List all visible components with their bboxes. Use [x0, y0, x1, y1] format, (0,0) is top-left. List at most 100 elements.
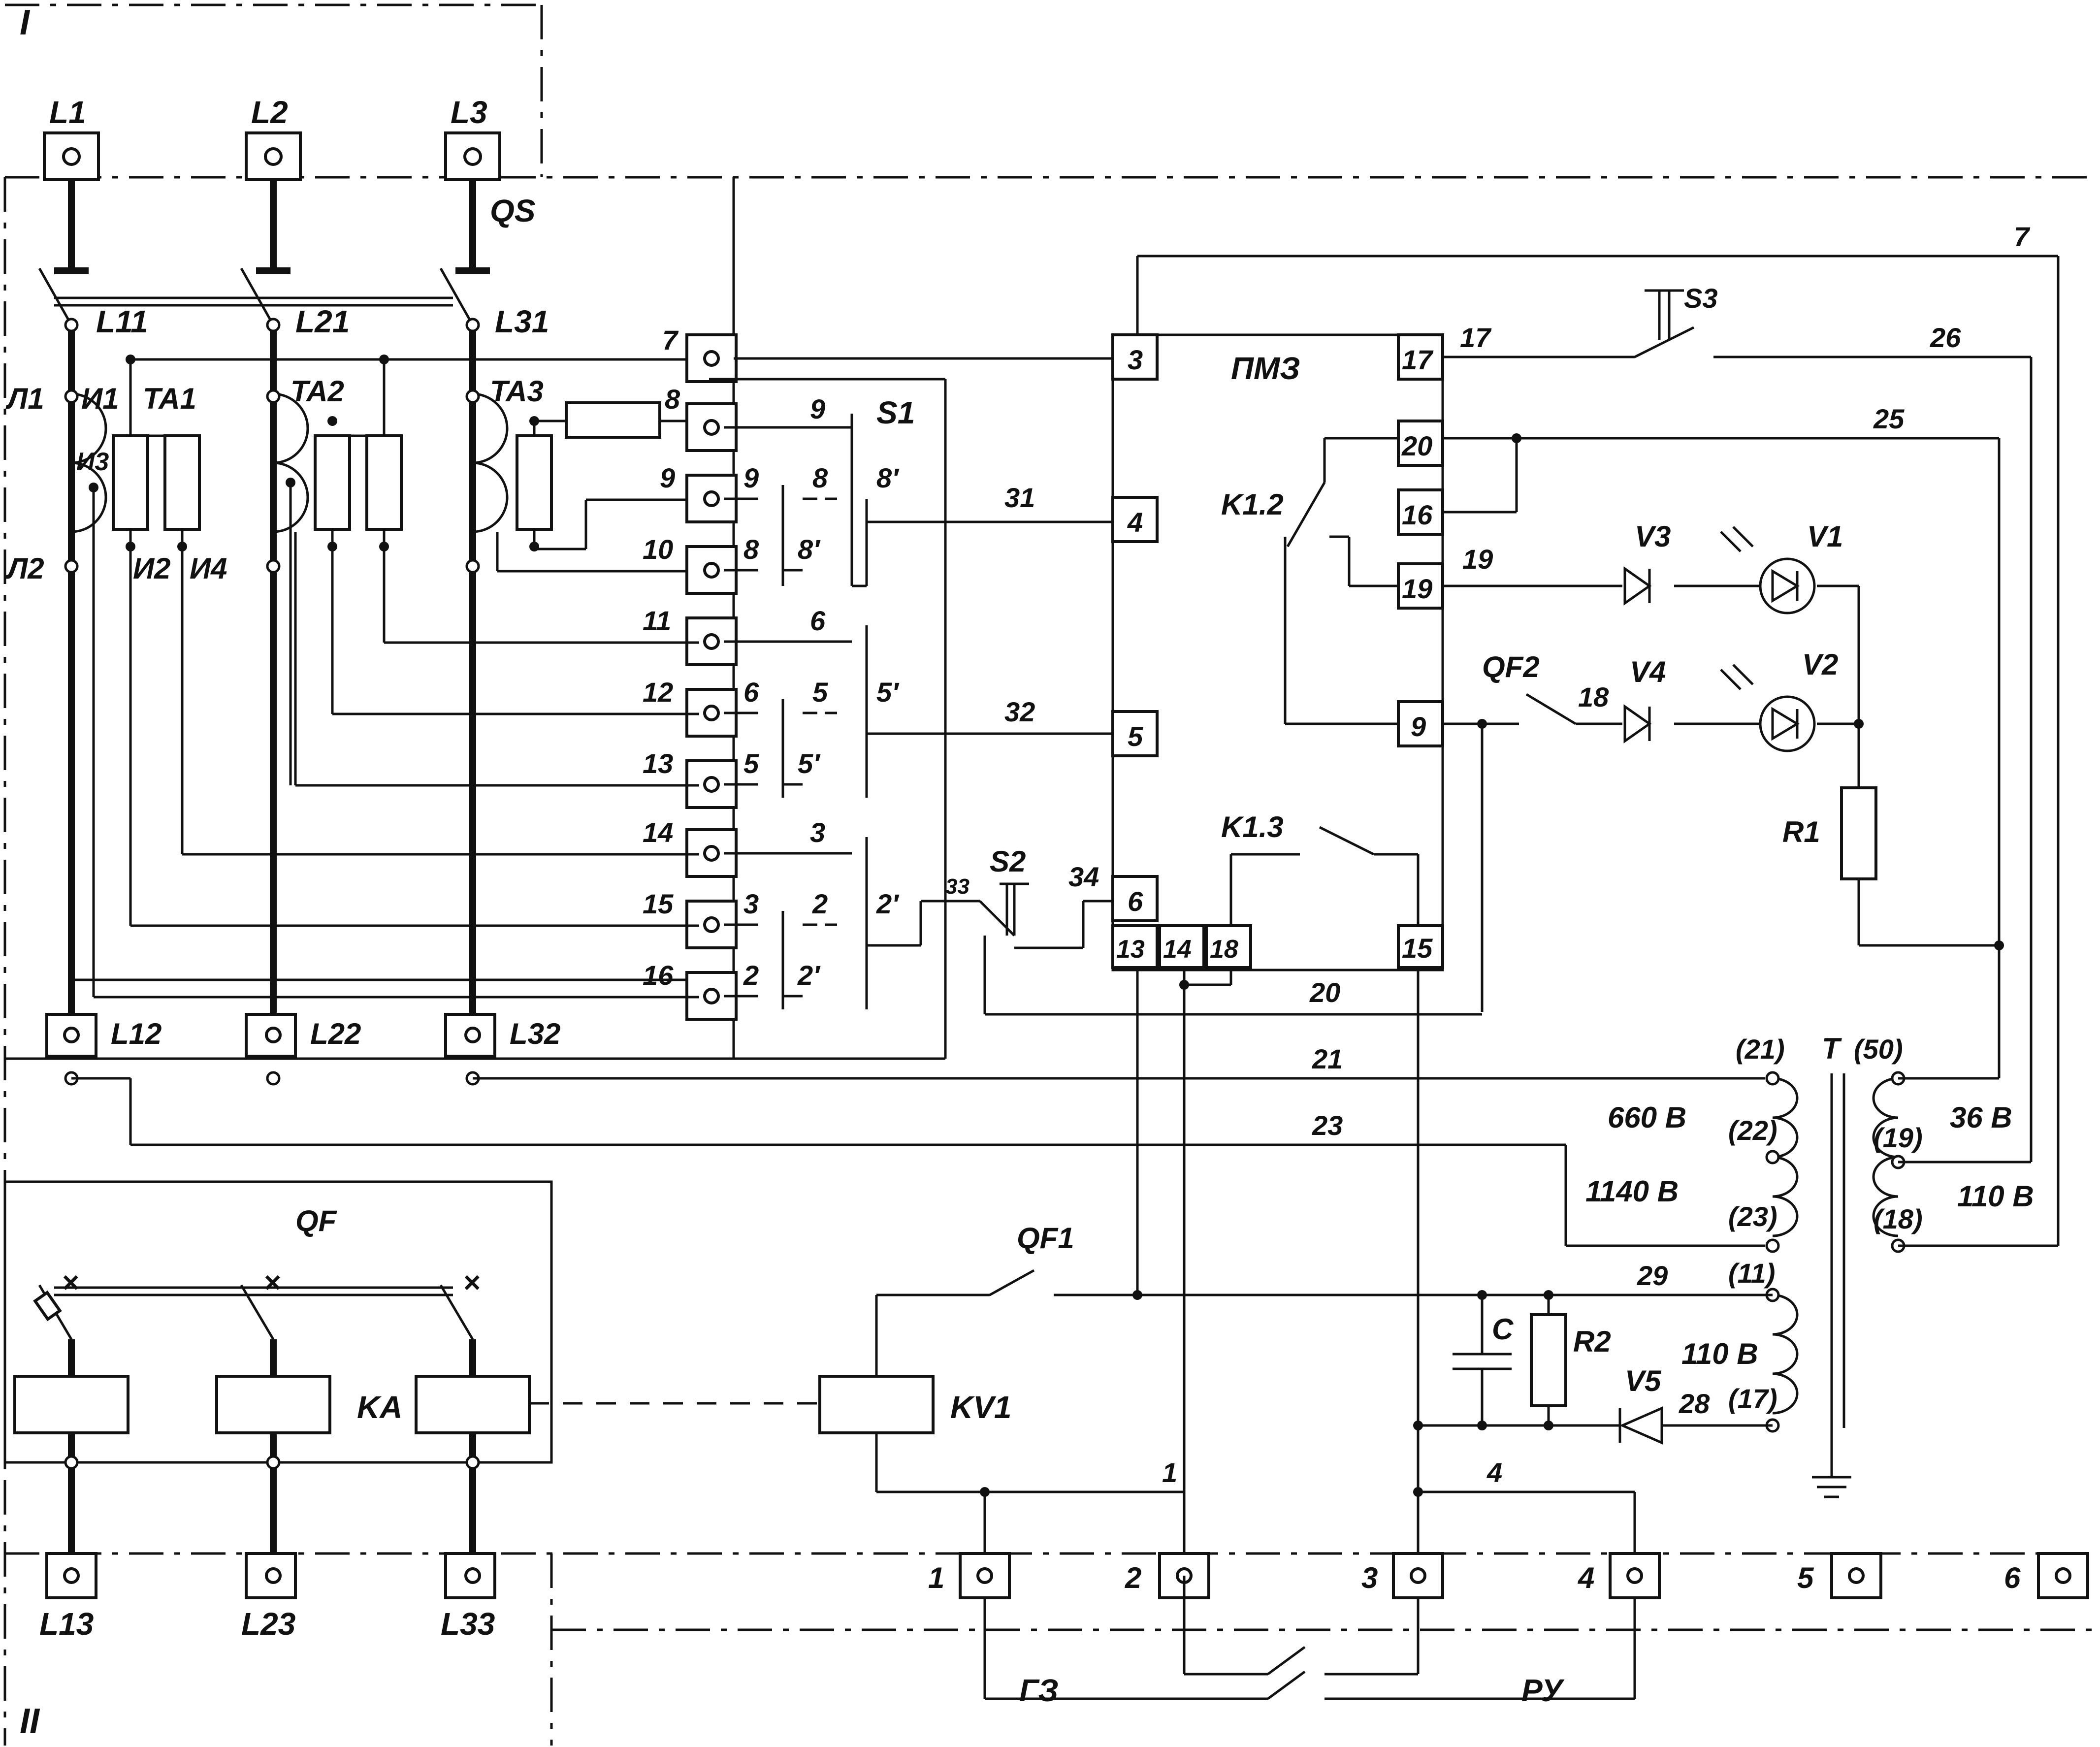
v36-label: 36 В	[1950, 1101, 2012, 1134]
svg-text:×: ×	[263, 1266, 281, 1299]
strip-13-label: 13	[643, 748, 673, 779]
strip-15-label: 15	[643, 888, 674, 919]
strip-7-label: 7	[662, 324, 679, 356]
wire-26: 26	[1930, 322, 1961, 353]
enclosure-lines	[3, 3, 2095, 1746]
wire-33: 33	[945, 874, 969, 899]
c-label: C	[1492, 1313, 1514, 1346]
wire-1: 1	[1162, 1457, 1177, 1488]
pmz-t19: 19	[1402, 573, 1432, 604]
qs-label: QS	[490, 193, 536, 228]
v3-label: V3	[1635, 520, 1671, 553]
pmz-label: ПМЗ	[1231, 351, 1300, 386]
strip-9-label: 9	[660, 462, 675, 493]
l11-label: L11	[96, 304, 148, 339]
ta-i2-label: И2	[133, 552, 171, 585]
wire-18: 18	[1578, 681, 1609, 712]
pmz-t15: 15	[1402, 933, 1433, 964]
wire-32: 32	[1004, 696, 1035, 727]
control-wiring	[734, 255, 2060, 1640]
tap-18: (18)	[1874, 1203, 1923, 1234]
pmz-t14: 14	[1163, 935, 1192, 964]
wire-28: 28	[1679, 1388, 1710, 1419]
s1-9a: 9	[810, 393, 825, 424]
v5-label: V5	[1625, 1364, 1662, 1397]
strip-14-label: 14	[643, 817, 673, 848]
output-terminals	[45, 1552, 2089, 1700]
current-transformers	[64, 355, 699, 981]
s1-2h: 2	[812, 888, 828, 919]
pmz-t16: 16	[1402, 499, 1433, 530]
s1-5pf: 5′	[798, 748, 821, 779]
wire-21: 21	[1312, 1043, 1343, 1074]
zone-label-top: I	[20, 3, 31, 42]
tap-21: (21)	[1736, 1034, 1785, 1065]
v110a-label: 110 В	[1957, 1180, 2034, 1213]
s2-label: S2	[990, 845, 1026, 878]
s1-6e: 6	[743, 677, 759, 708]
v660-label: 660 В	[1608, 1101, 1686, 1134]
pmz-t13: 13	[1116, 935, 1145, 964]
pmz-t17: 17	[1402, 344, 1434, 375]
l13-label: L13	[39, 1606, 94, 1642]
switch-s1	[5, 378, 1113, 1060]
wire-19: 19	[1462, 544, 1493, 575]
ka-label: KA	[357, 1390, 402, 1425]
ta-l2-label: Л2	[5, 552, 44, 585]
s1-8pb: 8′	[876, 462, 900, 493]
ta-i1-label: И1	[81, 382, 119, 415]
l12-label: L12	[111, 1017, 162, 1050]
pmz-t3: 3	[1128, 344, 1143, 375]
s1-5pe: 5′	[876, 677, 900, 708]
wire-31: 31	[1004, 482, 1035, 513]
s1-2ph: 2′	[876, 888, 900, 919]
strip-16-label: 16	[643, 960, 674, 991]
terminal-3-label: 3	[1361, 1561, 1378, 1594]
s1-8b: 8	[812, 462, 828, 493]
wire-23: 23	[1312, 1110, 1343, 1141]
tap-23: (23)	[1728, 1201, 1777, 1232]
s1-2pi: 2′	[797, 960, 821, 991]
qf-label: QF	[295, 1204, 337, 1237]
strip-8-label: 8	[665, 384, 680, 415]
s3-label: S3	[1684, 283, 1718, 314]
wire-17: 17	[1460, 322, 1492, 353]
s1-5f: 5	[743, 748, 759, 779]
s1-3h: 3	[743, 888, 759, 919]
l22-label: L22	[310, 1017, 361, 1050]
l21-label: L21	[295, 304, 350, 339]
svg-text:×: ×	[62, 1266, 79, 1299]
v2-label: V2	[1802, 648, 1838, 681]
k13-label: K1.3	[1221, 810, 1284, 843]
s1-3g: 3	[810, 817, 825, 848]
terminal-strip	[92, 177, 738, 1059]
gz-label: ГЗ	[1019, 1673, 1059, 1708]
pmz-t9: 9	[1411, 711, 1426, 742]
ta1-label: TA1	[143, 382, 196, 415]
s1-2i: 2	[743, 960, 759, 991]
zone-label-bottom: II	[20, 1702, 40, 1741]
strip-10-label: 10	[643, 534, 673, 565]
wire-29: 29	[1637, 1260, 1668, 1291]
tap-17: (17)	[1728, 1383, 1777, 1414]
pmz-t18: 18	[1210, 935, 1238, 964]
r1-label: R1	[1782, 815, 1820, 848]
transformer-t	[1765, 1071, 2058, 1498]
r2-label: R2	[1573, 1325, 1611, 1358]
l31-label: L31	[495, 304, 549, 339]
ta3-label: TA3	[490, 375, 544, 408]
terminal-4-label: 4	[1578, 1561, 1594, 1594]
tap-11: (11)	[1728, 1258, 1775, 1289]
l33-label: L33	[441, 1606, 495, 1642]
tap-50: (50)	[1854, 1034, 1903, 1065]
svg-text:×: ×	[463, 1266, 480, 1299]
s1-9b: 9	[743, 462, 759, 493]
wire-4: 4	[1486, 1457, 1502, 1488]
s1-5e: 5	[812, 677, 828, 708]
terminal-5-label: 5	[1797, 1561, 1814, 1594]
qf1-label: QF1	[1017, 1222, 1074, 1255]
terminal-l1-label: L1	[49, 95, 86, 130]
undervoltage-circuit	[818, 1269, 1773, 1699]
strip-11-label: 11	[643, 605, 671, 636]
